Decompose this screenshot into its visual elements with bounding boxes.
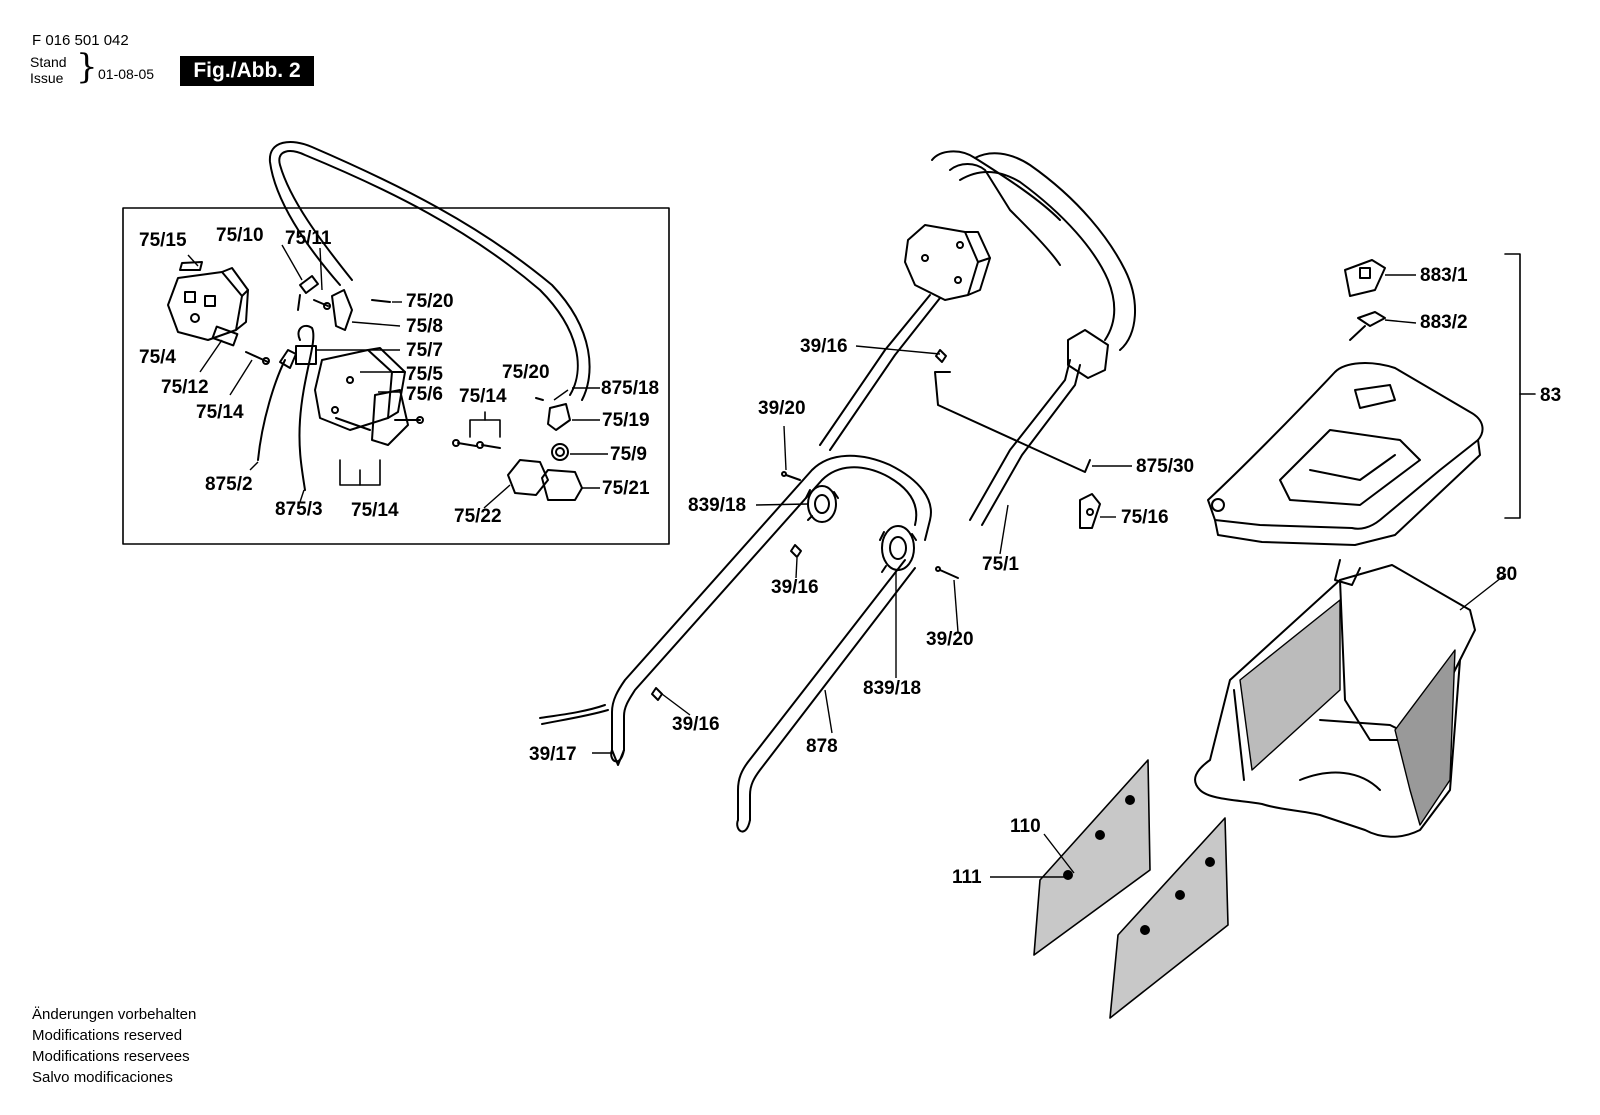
knob-839-18-upper bbox=[805, 485, 839, 523]
figure-label: Fig./Abb. 2 bbox=[180, 56, 314, 86]
clip-39-17 bbox=[611, 749, 625, 766]
cable-clip-75-16 bbox=[1079, 493, 1101, 529]
bolt-39-20-upper bbox=[785, 474, 801, 481]
callout: 39/16 bbox=[771, 577, 819, 598]
modification-notes: Änderungen vorbehalten Modifications res… bbox=[32, 1004, 196, 1088]
callout: 39/16 bbox=[800, 336, 848, 357]
stand-issue-labels: Stand Issue bbox=[30, 54, 67, 86]
callout: 839/18 bbox=[688, 495, 746, 516]
note-de: Änderungen vorbehalten bbox=[32, 1006, 197, 1023]
callout: 80 bbox=[1496, 564, 1517, 585]
grass-box-lid bbox=[1207, 362, 1484, 586]
grass-box-80 bbox=[1194, 564, 1476, 838]
upper-handle bbox=[819, 150, 1136, 526]
callout: 39/20 bbox=[758, 398, 806, 419]
callout: 75/14 bbox=[351, 500, 399, 521]
callout: 75/10 bbox=[216, 225, 264, 246]
callout: 75/14 bbox=[196, 402, 244, 423]
callout-labels: 75/15 75/10 75/11 75/20 75/8 75/7 75/4 7… bbox=[139, 225, 1561, 888]
switch-trigger bbox=[331, 289, 353, 331]
callout: 875/3 bbox=[275, 499, 323, 520]
callout: 883/1 bbox=[1420, 265, 1468, 286]
lower-handle-878 bbox=[610, 454, 932, 833]
stand-label: Stand bbox=[30, 54, 67, 70]
callout: 75/14 bbox=[459, 386, 507, 407]
bail-wire-875-30 bbox=[934, 371, 1091, 473]
switch-lever bbox=[299, 275, 319, 294]
pin-75-20b bbox=[535, 397, 544, 401]
callout: 75/1 bbox=[982, 554, 1019, 575]
terminal-clip bbox=[211, 325, 239, 347]
cable-875-2 bbox=[257, 359, 286, 461]
callout: 39/17 bbox=[529, 744, 577, 765]
pin-75-20a bbox=[371, 299, 391, 303]
catch-75-19 bbox=[547, 403, 571, 431]
callout: 75/20 bbox=[502, 362, 550, 383]
callout: 75/19 bbox=[602, 410, 650, 431]
nut-75-9 bbox=[551, 443, 569, 461]
callout: 39/20 bbox=[926, 629, 974, 650]
bolt-39-20-lower bbox=[939, 569, 959, 579]
note-es: Salvo modificaciones bbox=[32, 1069, 173, 1086]
callout: 39/16 bbox=[672, 714, 720, 735]
callout: 75/15 bbox=[139, 230, 187, 251]
callout: 75/4 bbox=[139, 347, 176, 368]
indicator-spring-883-2 bbox=[1357, 311, 1386, 327]
brace-glyph: } bbox=[76, 47, 98, 87]
bracket-83 bbox=[1504, 253, 1521, 519]
callout: 75/11 bbox=[285, 228, 332, 249]
callout: 75/7 bbox=[406, 340, 443, 361]
callout: 875/30 bbox=[1136, 456, 1194, 477]
cap-75-21 bbox=[541, 469, 583, 501]
callout: 75/12 bbox=[161, 377, 209, 398]
callout: 75/20 bbox=[406, 291, 454, 312]
inset-handle-bar bbox=[268, 141, 591, 401]
screw-small bbox=[245, 351, 269, 363]
callout: 75/8 bbox=[406, 316, 443, 337]
callout: 110 bbox=[1010, 816, 1041, 837]
note-fr: Modifications reservees bbox=[32, 1048, 190, 1065]
knob-839-18-lower bbox=[879, 525, 917, 573]
callout: 75/5 bbox=[406, 364, 443, 385]
nut-39-16-top bbox=[935, 349, 947, 363]
screws-75-14 bbox=[452, 411, 501, 449]
cable-875-3 bbox=[297, 324, 315, 491]
nut-39-16-mid bbox=[790, 544, 802, 558]
callout: 878 bbox=[806, 736, 838, 757]
leader-lines bbox=[187, 244, 1507, 878]
plug-housing bbox=[167, 261, 249, 341]
cover-plate-110 bbox=[1033, 759, 1151, 956]
callout: 75/22 bbox=[454, 506, 502, 527]
callout: 839/18 bbox=[863, 678, 921, 699]
switch-detail-frame bbox=[122, 207, 670, 545]
callout: 83 bbox=[1540, 385, 1561, 406]
issue-label: Issue bbox=[30, 70, 64, 86]
callout: 875/18 bbox=[601, 378, 659, 399]
callout: 111 bbox=[952, 867, 982, 888]
callout: 75/9 bbox=[610, 444, 647, 465]
callout: 75/21 bbox=[602, 478, 650, 499]
nut-39-16-low bbox=[651, 687, 663, 701]
callout: 75/16 bbox=[1121, 507, 1169, 528]
part-number: F 016 501 042 bbox=[32, 32, 129, 49]
switch-box bbox=[314, 347, 424, 486]
fill-indicator-883-1 bbox=[1344, 259, 1386, 297]
callout: 75/6 bbox=[406, 384, 443, 405]
housing-75-22 bbox=[507, 459, 549, 496]
callout: 883/2 bbox=[1420, 312, 1468, 333]
note-en: Modifications reserved bbox=[32, 1027, 183, 1044]
issue-date: 01-08-05 bbox=[98, 66, 155, 82]
wire-ends bbox=[539, 704, 606, 719]
callout: 875/2 bbox=[205, 474, 253, 495]
cover-plate-111 bbox=[1109, 817, 1229, 1019]
